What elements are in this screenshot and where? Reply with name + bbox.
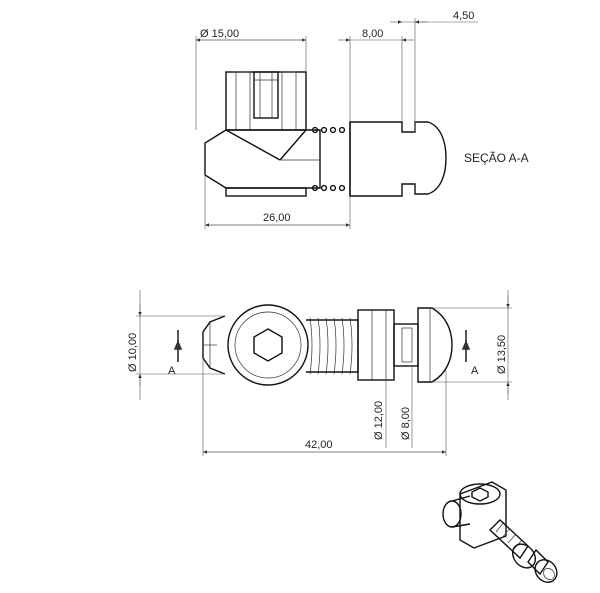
- section-label: SEÇÃO A-A: [464, 151, 529, 165]
- front-view: A A Ø 10,00 Ø 13,50 Ø 12,00 Ø 8,00 42,00: [127, 290, 512, 456]
- thread-balls: [311, 126, 346, 192]
- shaft-hatch: [349, 121, 447, 197]
- isometric-view: [442, 481, 558, 583]
- section-view: Ø 15,00 8,00 4,50 26,00 SEÇÃO A-A: [195, 10, 529, 229]
- collar: [357, 309, 395, 381]
- socket-bore: [253, 71, 279, 119]
- head-block-hatch: [225, 71, 307, 131]
- section-mark-right: A: [471, 365, 479, 377]
- dome-tip: [417, 307, 453, 383]
- head-circle: [227, 304, 309, 386]
- dim-front-dia-10: Ø 10,00: [127, 333, 139, 372]
- section-mark-left: A: [168, 365, 176, 377]
- dim-front-dia-8: Ø 8,00: [400, 407, 412, 440]
- dim-top-dia-15: Ø 15,00: [200, 28, 239, 40]
- dim-top-4-5: 4,50: [453, 10, 474, 22]
- thread-section: [306, 317, 359, 375]
- dim-top-26: 26,00: [263, 212, 291, 224]
- dim-front-42: 42,00: [305, 439, 333, 451]
- dim-front-dia-13-5: Ø 13,50: [496, 335, 508, 374]
- body-hatch: [204, 129, 321, 189]
- hex-socket: [253, 328, 283, 362]
- dim-top-8: 8,00: [362, 28, 383, 40]
- dim-front-dia-12: Ø 12,00: [373, 401, 385, 440]
